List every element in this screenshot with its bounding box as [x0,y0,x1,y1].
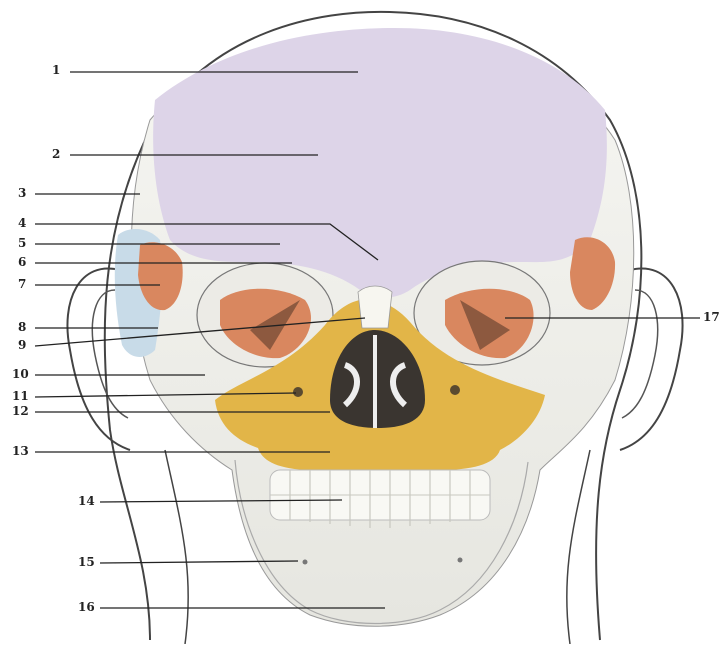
frontal-bone [153,28,607,298]
label-6: 6 [18,255,26,269]
label-4: 4 [18,216,26,230]
label-10: 10 [12,367,29,381]
neck-left [165,450,188,644]
nasal-bone [358,286,392,328]
teeth [270,470,490,528]
label-17: 17 [703,310,720,324]
label-5: 5 [18,236,26,250]
label-9: 9 [18,338,26,352]
label-8: 8 [18,320,26,334]
label-15: 15 [78,555,95,569]
right-mental-foramen [458,558,463,563]
left-infraorbital-foramen [293,387,303,397]
label-11: 11 [12,389,29,403]
label-2: 2 [52,147,60,161]
right-infraorbital-foramen [450,385,460,395]
label-16: 16 [78,600,95,614]
neck-right [567,450,590,644]
label-1: 1 [52,63,60,77]
label-12: 12 [12,404,29,418]
label-13: 13 [12,444,29,458]
label-3: 3 [18,186,26,200]
label-7: 7 [18,277,26,291]
label-14: 14 [78,494,95,508]
left-mental-foramen [303,560,308,565]
